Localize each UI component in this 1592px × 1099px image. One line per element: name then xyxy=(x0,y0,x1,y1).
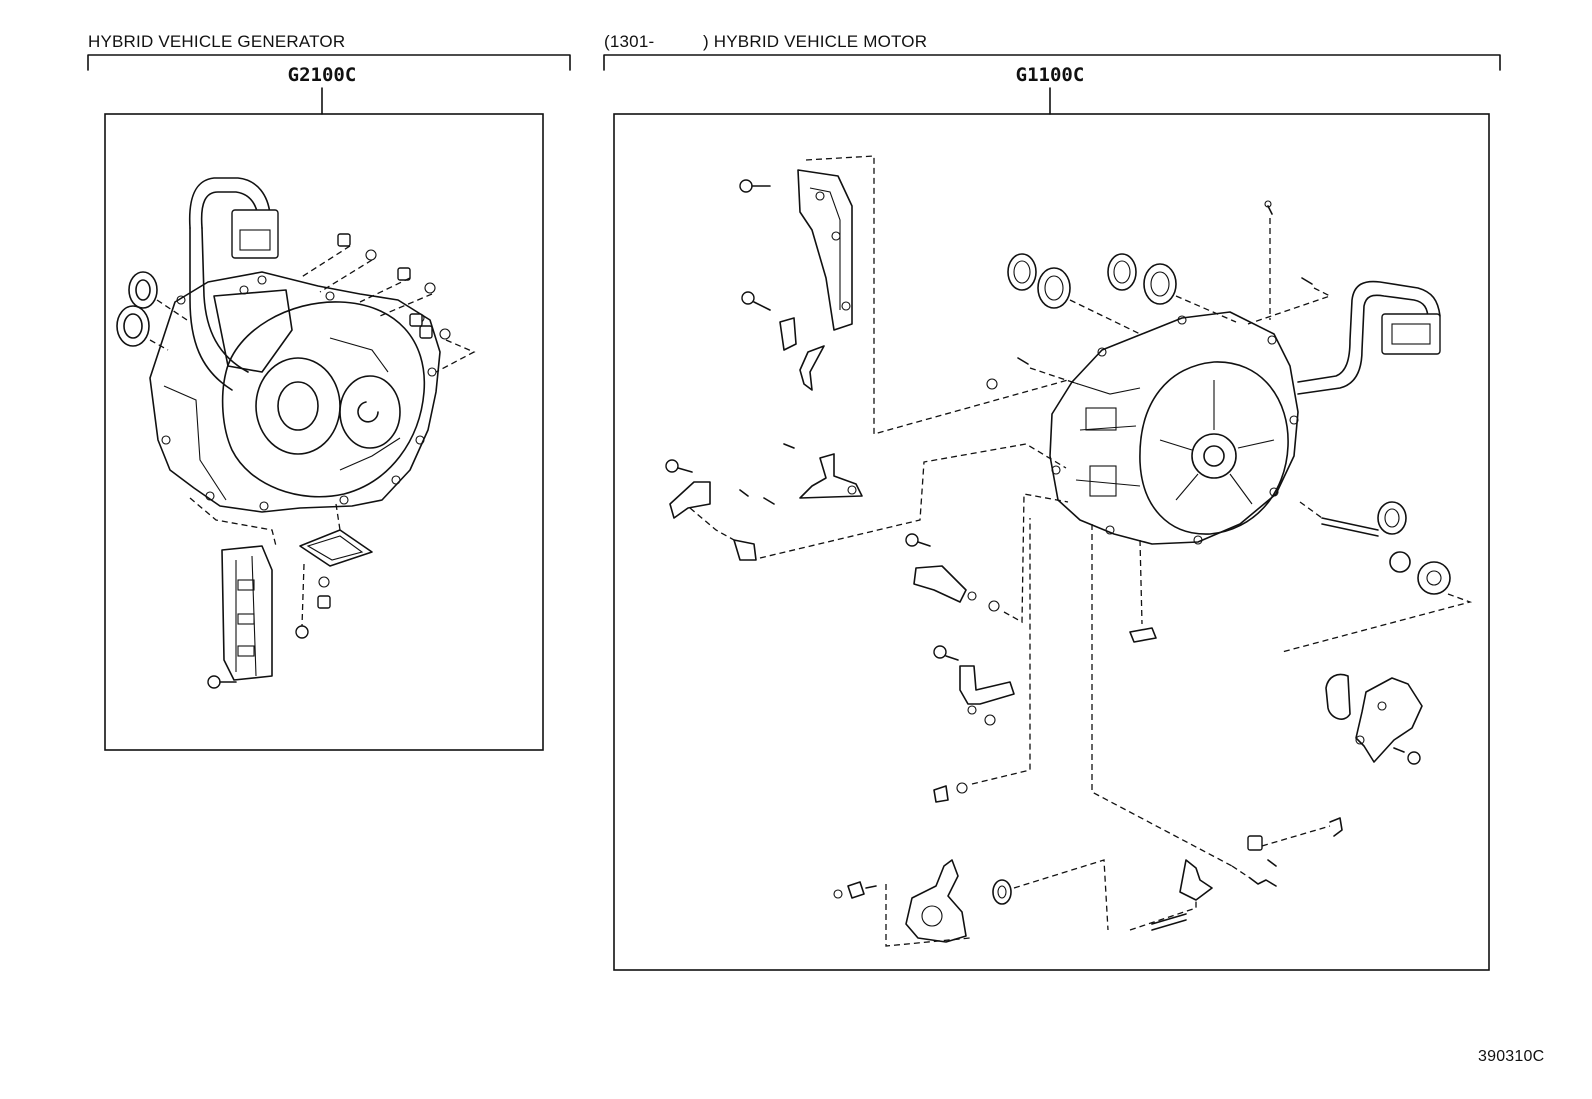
illustration-id: 390310C xyxy=(1478,1048,1545,1065)
motor-diagram-frame xyxy=(613,113,1490,971)
motor-part-code[interactable]: G1100C xyxy=(1015,64,1085,86)
motor-transaxle-case[interactable] xyxy=(1049,311,1299,545)
motor-group-header: ) HYBRID VEHICLE MOTOR xyxy=(703,32,928,51)
generator-gasket[interactable] xyxy=(295,503,373,639)
motor-speed-sensor[interactable] xyxy=(905,493,1069,624)
motor-rpm-sensor[interactable] xyxy=(933,518,1031,803)
generator-cable-assembly[interactable] xyxy=(188,177,293,391)
motor-bracket xyxy=(603,54,1501,115)
motor-shift-lever[interactable] xyxy=(665,443,1067,561)
motor-detent-spring[interactable] xyxy=(1091,524,1343,931)
generator-transaxle-case[interactable] xyxy=(149,271,441,513)
generator-bracket xyxy=(87,54,571,115)
motor-parking-gear[interactable] xyxy=(1281,551,1473,653)
generator-group-header: HYBRID VEHICLE GENERATOR xyxy=(88,32,346,51)
motor-oil-pump-cover[interactable] xyxy=(1325,673,1423,765)
motor-dowel-pin[interactable] xyxy=(986,200,1332,390)
generator-part-code[interactable]: G2100C xyxy=(287,64,357,86)
motor-harness-bracket[interactable] xyxy=(739,155,1069,435)
generator-bolt-set[interactable] xyxy=(299,233,476,373)
motor-bearing-set[interactable] xyxy=(1007,253,1237,335)
motor-cable-assembly[interactable] xyxy=(1297,280,1441,395)
motor-group-date-range: (1301- xyxy=(604,32,655,51)
motor-damper-pad[interactable] xyxy=(1129,539,1157,643)
generator-side-cover[interactable] xyxy=(189,497,277,689)
generator-diagram-frame xyxy=(104,113,544,751)
generator-oil-seal[interactable] xyxy=(116,271,191,351)
motor-shift-sensor[interactable] xyxy=(833,859,1109,947)
motor-sensor-clip[interactable] xyxy=(741,291,825,391)
motor-shaft-pin[interactable] xyxy=(1299,501,1407,537)
